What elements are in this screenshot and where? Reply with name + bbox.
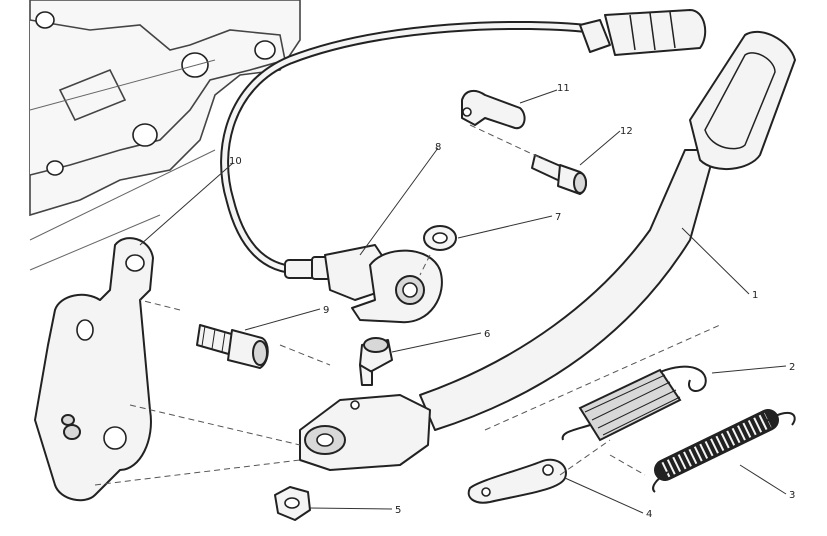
sensor-cable <box>220 20 605 280</box>
clip <box>461 89 526 130</box>
pivot-pin <box>359 337 393 386</box>
spring-long <box>652 409 796 493</box>
callout-9: 9 <box>323 305 329 316</box>
bolt-12 <box>531 154 587 195</box>
leader-lines <box>139 89 787 514</box>
connector <box>579 9 707 56</box>
side-stand-leg <box>299 30 796 471</box>
spring-plate <box>467 458 567 504</box>
assembly-axes <box>94 124 721 486</box>
callout-8: 8 <box>435 142 441 153</box>
spring-short <box>561 365 707 442</box>
side-stand-sensor <box>324 244 443 324</box>
callout-10: 10 <box>229 156 242 167</box>
washer <box>423 225 457 251</box>
callout-4: 4 <box>646 509 652 520</box>
nut <box>274 486 311 521</box>
callout-6: 6 <box>484 329 490 340</box>
mounting-bracket <box>34 237 154 502</box>
callout-5: 5 <box>395 505 401 516</box>
callout-12: 12 <box>620 126 633 137</box>
callout-1: 1 <box>752 290 758 301</box>
callout-2: 2 <box>789 362 795 373</box>
callout-11: 11 <box>557 83 570 94</box>
engine-frame <box>29 0 301 271</box>
bolt-9 <box>196 324 269 369</box>
callout-7: 7 <box>555 212 561 223</box>
callout-labels: 1 2 3 4 5 6 7 8 9 10 11 12 <box>229 83 795 520</box>
callout-3: 3 <box>789 490 795 501</box>
